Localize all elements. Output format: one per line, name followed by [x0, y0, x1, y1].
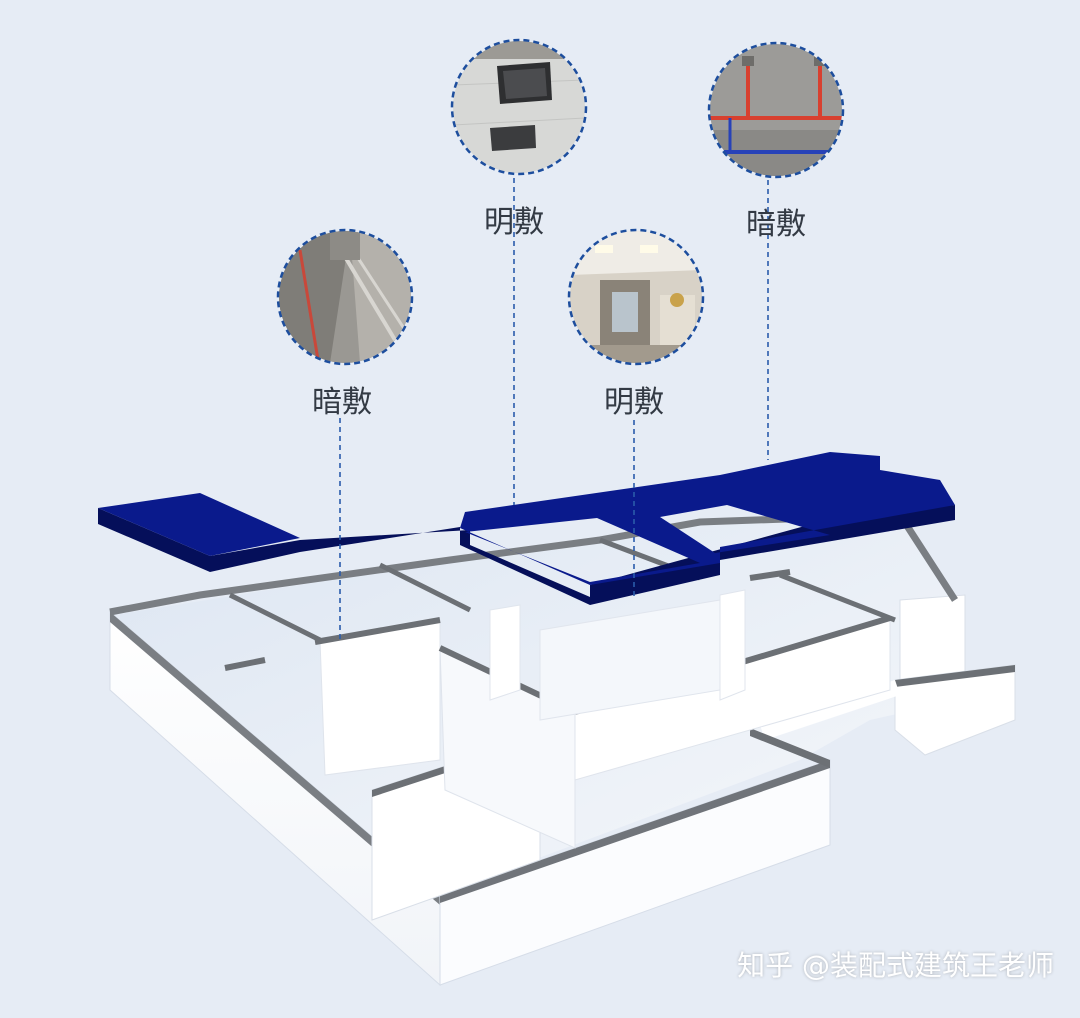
callout-label-center: 明敷: [604, 385, 664, 420]
watermark: 知乎 @装配式建筑王老师: [737, 949, 1054, 982]
callout-photo-left: [276, 228, 414, 366]
callout-photo-top-right: [707, 41, 845, 179]
callout-photo-center: [567, 228, 705, 366]
callout-photo-top-middle: [450, 38, 588, 176]
ceiling-layer: [98, 452, 955, 605]
callout-label-top-middle: 明敷: [484, 205, 544, 240]
callout-label-left: 暗敷: [312, 385, 372, 420]
leader-lines: [339, 178, 769, 640]
building-model: [109, 511, 1016, 987]
callout-label-top-right: 暗敷: [746, 207, 806, 242]
